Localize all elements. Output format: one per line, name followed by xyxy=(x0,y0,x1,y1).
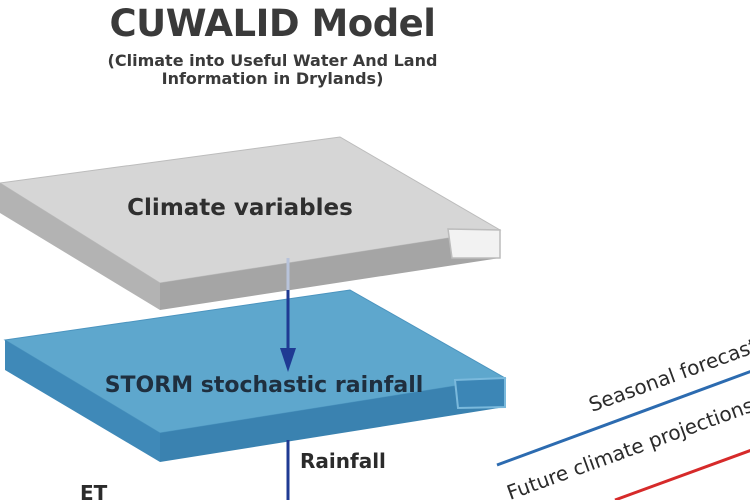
subtitle-line-1: (Climate into Useful Water And Land xyxy=(107,51,438,70)
climate-variables-label: Climate variables xyxy=(127,195,353,221)
subtitle-line-2: Information in Drylands) xyxy=(161,69,384,88)
climate-slab-front-face xyxy=(160,230,500,310)
rainfall-label: Rainfall xyxy=(300,449,386,473)
storm-slab-front-face xyxy=(160,378,505,462)
diagram-title: CUWALID Model xyxy=(109,2,436,45)
diagram-subtitle: (Climate into Useful Water And Land Info… xyxy=(0,52,545,88)
storm-slab-opening xyxy=(453,376,506,410)
future-projection-line xyxy=(614,449,750,500)
storm-rainfall-label: STORM stochastic rainfall xyxy=(105,373,424,398)
storm-slab-left-face xyxy=(5,340,160,462)
storm-slab: STORM stochastic rainfall xyxy=(3,289,507,462)
climate-slab-opening xyxy=(447,228,501,259)
climate-to-storm-arrow xyxy=(280,290,296,372)
et-label: ET xyxy=(80,481,108,500)
seasonal-forecast-line xyxy=(496,370,750,467)
climate-variables-slab: Climate variables xyxy=(0,136,502,310)
future-climate-projections-label: Future climate projections xyxy=(504,393,750,500)
climate-slab-left-face xyxy=(0,183,160,310)
